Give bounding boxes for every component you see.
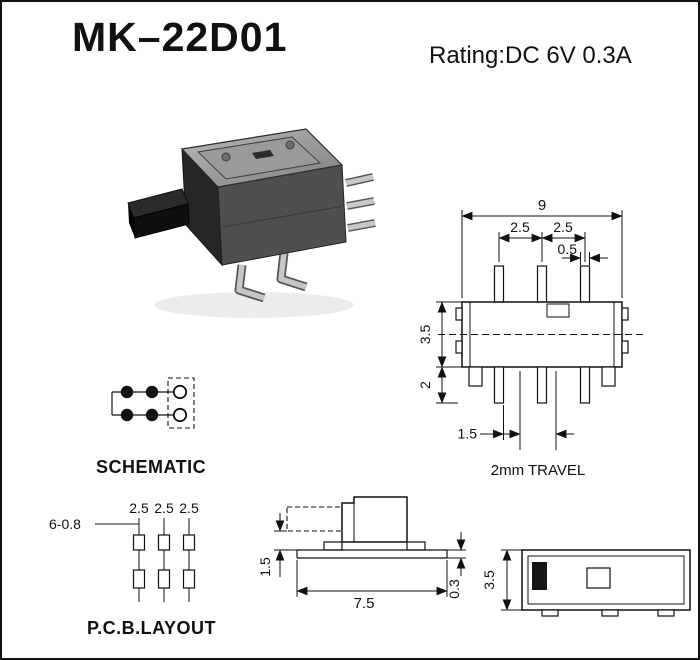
- dim-text-pitch-left: 2.5: [510, 219, 530, 235]
- dim-terminal-width: 0.5: [558, 241, 608, 265]
- dim-text-knob-height: 1.5: [260, 557, 273, 577]
- end-knob: [532, 562, 547, 590]
- switch-side-terminals: [345, 173, 376, 232]
- dim-text-terminal-width: 0.5: [558, 241, 578, 257]
- dim-text-base-width: 7.5: [354, 595, 375, 612]
- bottom-terminals: [468, 366, 616, 404]
- pcb-pitch-1-text: 2.5: [129, 500, 149, 516]
- switch-bottom-legs: [234, 252, 308, 303]
- dim-terminal-length: 2: [417, 366, 458, 404]
- switch-body: [180, 128, 347, 267]
- dim-text-total-width: 9: [538, 197, 546, 214]
- side-body-outline: [286, 496, 448, 559]
- switch-knob: [127, 188, 190, 239]
- product-photo: [114, 107, 379, 332]
- schematic-drawing: [98, 370, 218, 450]
- dim-text-pitch-right: 2.5: [553, 219, 573, 235]
- pcb-pads: [132, 534, 196, 589]
- dim-text-end-height: 3.5: [481, 570, 497, 590]
- dim-text-body-height: 3.5: [417, 325, 433, 345]
- end-view-svg: 3.5: [481, 549, 691, 617]
- schematic-slider-box: [167, 377, 195, 429]
- dim-base-width: 7.5: [296, 560, 448, 612]
- dim-travel: 2mm TRAVEL: [491, 371, 585, 479]
- dim-body-height: 3.5: [417, 301, 462, 368]
- rating-text: Rating:DC 6V 0.3A: [429, 42, 632, 69]
- side-view-drawing: 1.5 7.5 0.3: [260, 485, 475, 640]
- pcb-layout-label: P.C.B.LAYOUT: [87, 618, 217, 638]
- pcb-layout-drawing: 2.5 2.5 2.5 6-0.8: [47, 500, 247, 618]
- front-view-svg: 9 2.5 2.5 0.5: [417, 197, 646, 479]
- pcb-pitch-3-text: 2.5: [179, 500, 199, 516]
- side-view-svg: 1.5 7.5 0.3: [260, 496, 466, 612]
- pcb-hole-callout-text: 6-0.8: [49, 516, 81, 532]
- pcb-pitch-2-text: 2.5: [154, 500, 174, 516]
- product-photo-illustration: [127, 128, 376, 318]
- dim-text-end-offset: 1.5: [458, 426, 478, 442]
- dim-total-width: 9: [461, 197, 623, 298]
- travel-note-text: 2mm TRAVEL: [491, 462, 585, 479]
- dim-terminal-thickness: 0.3: [446, 532, 466, 599]
- top-terminals: [493, 265, 591, 303]
- dim-end-height: 3.5: [481, 549, 522, 611]
- front-view-drawing: 9 2.5 2.5 0.5: [410, 194, 695, 489]
- dim-text-terminal-length: 2: [417, 381, 433, 389]
- schematic-open-contacts: [172, 384, 188, 423]
- dim-text-terminal-thickness: 0.3: [446, 579, 462, 599]
- schematic-label: SCHEMATIC: [96, 457, 207, 477]
- schematic-svg: [111, 377, 195, 429]
- schematic-fixed-contacts: [120, 385, 159, 422]
- end-view-drawing: 3.5: [480, 530, 698, 635]
- page-title: MK–22D01: [72, 14, 288, 60]
- photo-shadow: [154, 292, 354, 318]
- pcb-layout-svg: 2.5 2.5 2.5 6-0.8: [49, 500, 199, 602]
- dim-terminal-pitch: 2.5 2.5: [498, 219, 586, 262]
- pcb-pad-centerlines: [138, 518, 190, 602]
- switch-body-outline: [438, 301, 646, 368]
- dim-knob-height: 1.5: [260, 513, 300, 577]
- dim-end-offset: 1.5: [458, 405, 505, 442]
- end-body-outline: [521, 549, 691, 617]
